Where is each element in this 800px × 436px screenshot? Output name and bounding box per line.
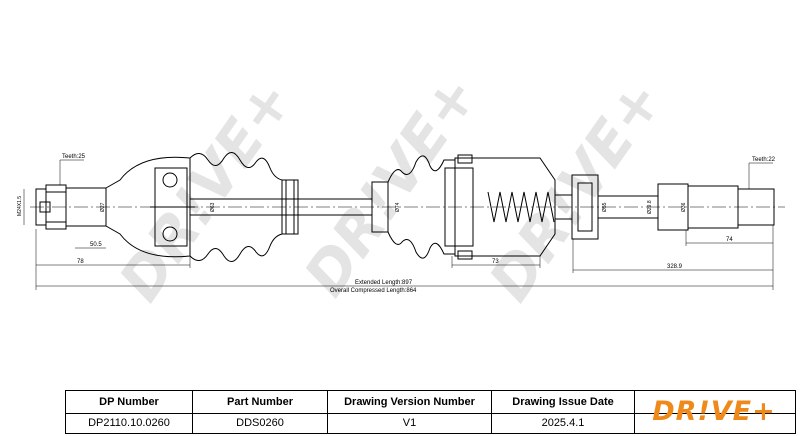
- right-boot-lower: [387, 231, 455, 259]
- dimension-lines: [23, 159, 774, 290]
- header-drawing-version: Drawing Version Number: [328, 391, 492, 413]
- diameter-stub: Ø27: [100, 202, 106, 212]
- title-block-value-row: DP2110.10.0260 DDS0260 V1 2025.4.1: [66, 413, 795, 433]
- cv-ball-bottom: [162, 226, 178, 242]
- diameter-mid: Ø74: [395, 202, 401, 212]
- watermark-group: DR!VE+ DR!VE+ DR!VE+: [106, 62, 676, 313]
- value-dp-number: DP2110.10.0260: [66, 413, 193, 433]
- diameter-bearing: Ø55: [602, 202, 608, 212]
- header-issue-date: Drawing Issue Date: [492, 391, 635, 413]
- tripod-spider-bottom: [457, 250, 473, 260]
- right-boot-clamp: [371, 181, 389, 233]
- diameter-right2: Ø36: [681, 202, 687, 212]
- dim-78: 78: [77, 259, 84, 265]
- bearing-inner: [577, 182, 593, 232]
- shaft-to-bearing: [554, 194, 573, 220]
- teeth-right-label: Teeth:22: [752, 157, 776, 163]
- damper-spring: [487, 191, 555, 223]
- diameter-joint: Ø63: [210, 202, 216, 212]
- tripod-spider: [457, 154, 473, 164]
- watermark-3: DR!VE+: [476, 67, 676, 313]
- left-boot-lower: [189, 233, 283, 262]
- title-block-header-row: DP Number Part Number Drawing Version Nu…: [66, 391, 795, 414]
- shaft-geometry: [35, 152, 775, 262]
- teeth-left-label: Teeth:25: [62, 154, 86, 160]
- watermark-2: DR!VE+: [291, 62, 491, 308]
- left-boot-clamp: [281, 179, 299, 235]
- extended-length: Extended Length:897: [355, 280, 413, 286]
- value-drawing-version: V1: [328, 413, 492, 433]
- cv-ball-top: [162, 172, 178, 188]
- dim-328-9: 328.9: [667, 264, 683, 270]
- diameter-right1: Ø29.8: [647, 200, 653, 214]
- compressed-length: Overall Compressed Length:864: [330, 288, 417, 294]
- tripod-ring: [444, 167, 474, 247]
- thread-label: M24X1.5: [17, 196, 23, 216]
- drive-logo: DR!VE+: [652, 396, 776, 427]
- dim-74: 74: [726, 237, 733, 243]
- left-boot-upper: [189, 152, 283, 181]
- dim-73: 73: [492, 259, 499, 265]
- tripod-housing: [454, 157, 556, 257]
- watermark-1: DR!VE+: [106, 67, 306, 313]
- header-dp-number: DP Number: [66, 391, 193, 413]
- value-part-number: DDS0260: [193, 413, 328, 433]
- logo-cell: DR!VE+: [633, 391, 795, 432]
- title-block: DP Number Part Number Drawing Version Nu…: [65, 390, 796, 434]
- right-end: [737, 188, 775, 226]
- dim-50-5: 50.5: [90, 242, 102, 248]
- value-issue-date: 2025.4.1: [492, 413, 635, 433]
- right-boot-upper: [387, 155, 455, 183]
- header-part-number: Part Number: [193, 391, 328, 413]
- nut-flat: [39, 201, 51, 213]
